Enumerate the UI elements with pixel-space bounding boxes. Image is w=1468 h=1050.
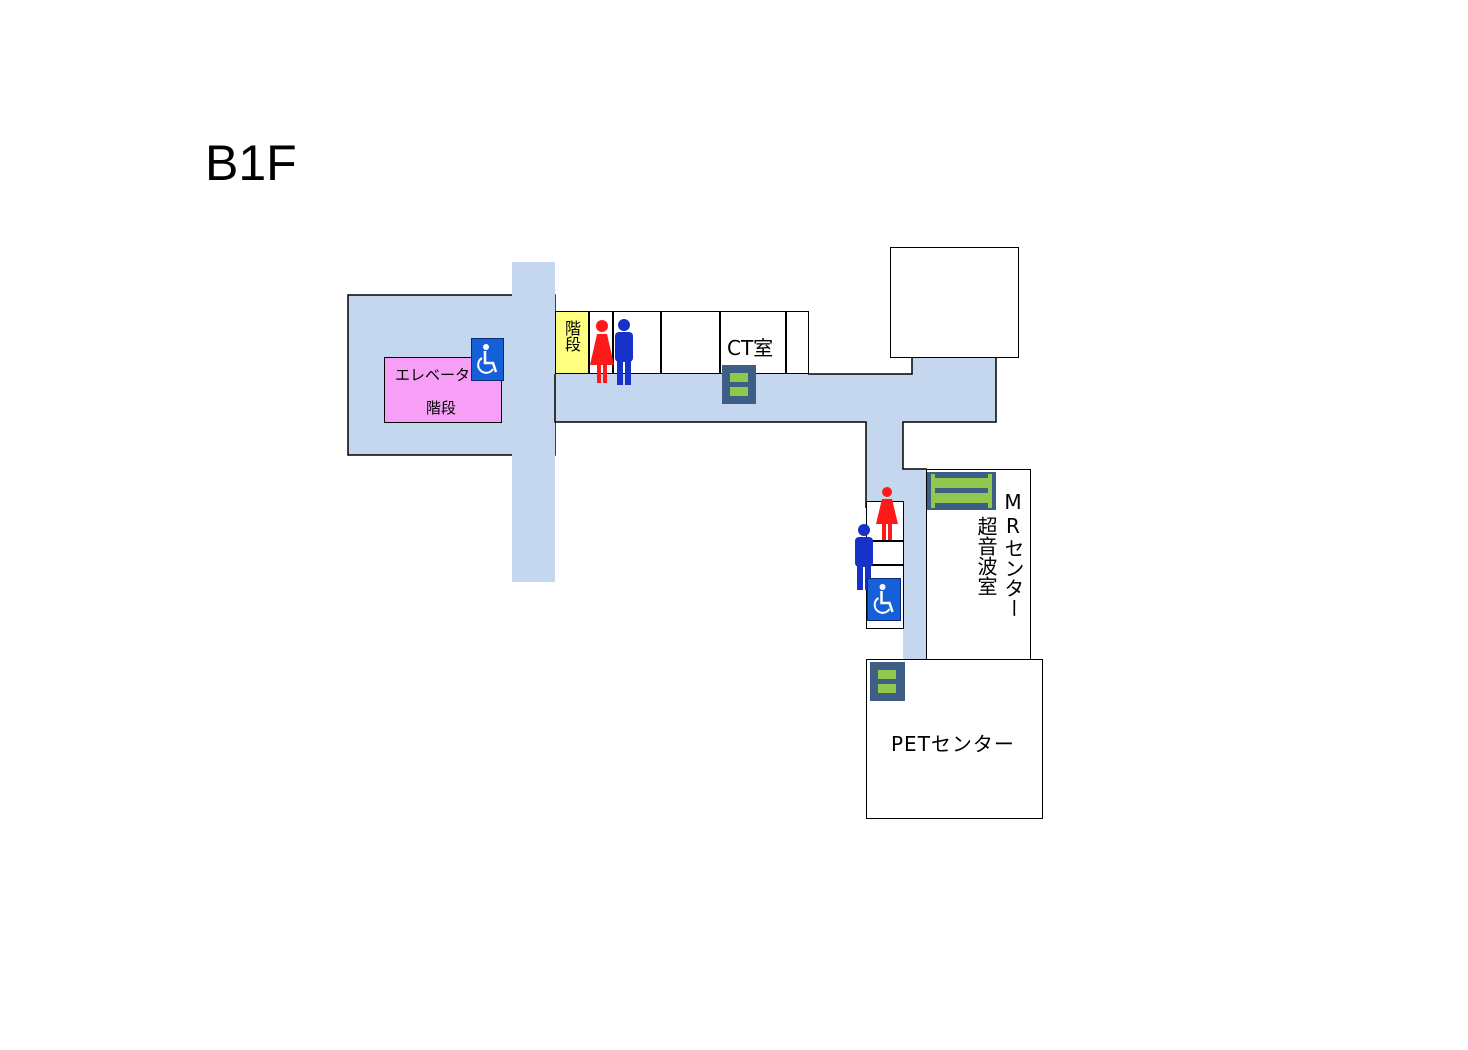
- guide-map-icon: [870, 662, 905, 701]
- corridor-vertical-left-fill: [512, 262, 555, 582]
- male-restroom-icon: [855, 524, 873, 590]
- elevator-stairs-label: 階段: [426, 399, 457, 417]
- wheelchair-sign-right: [867, 578, 901, 621]
- female-restroom-icon: [590, 320, 614, 383]
- stairs-top: 階段: [555, 311, 589, 374]
- floor-title: B1F: [205, 135, 297, 191]
- room-blank-1: [661, 311, 720, 374]
- ultrasound-room-label: 超音波室: [974, 516, 998, 596]
- mr-center-label: MRセンター: [1001, 490, 1025, 618]
- wheelchair-icon: [873, 584, 894, 614]
- corridor-right-top: [912, 357, 996, 422]
- wheelchair-icon: [477, 344, 498, 374]
- ct-room: CT室: [720, 311, 786, 374]
- ct-room-label: CT室: [727, 336, 774, 360]
- stairs-top-label: 階段: [562, 320, 581, 352]
- elevator-label: エレベーター: [395, 366, 486, 384]
- male-restroom-icon: [615, 319, 633, 385]
- wheelchair-sign-left: [471, 338, 504, 381]
- guide-map-icon: [722, 365, 756, 404]
- pet-center-label: PETセンター: [891, 732, 1015, 756]
- room-top-right: [890, 247, 1019, 358]
- female-restroom-icon: [876, 487, 898, 540]
- guide-map-icon: [927, 472, 996, 510]
- room-blank-2: [786, 311, 809, 374]
- corridor-right-lower: [903, 469, 927, 661]
